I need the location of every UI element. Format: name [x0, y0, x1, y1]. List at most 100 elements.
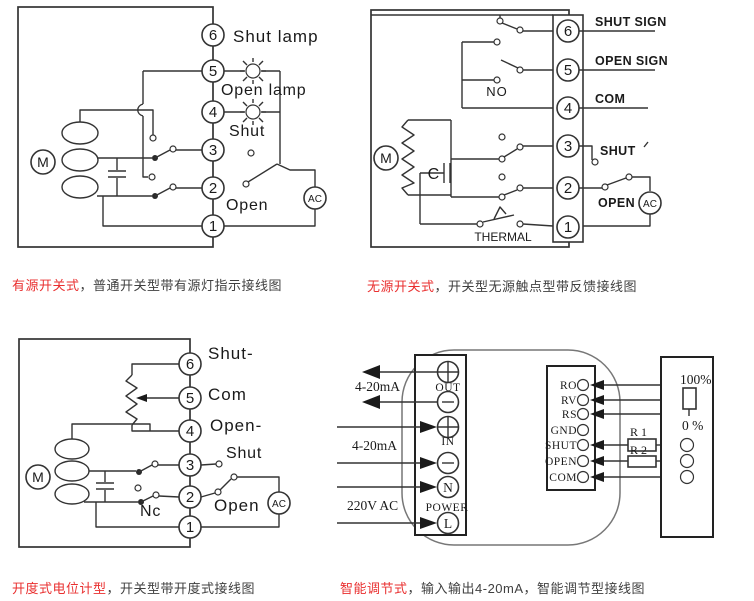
terminal-number: 3 [209, 142, 217, 159]
label-shut: SHUT [545, 440, 577, 452]
terminal-number: 1 [186, 519, 194, 536]
terminal-5: 5 [556, 58, 580, 82]
label-rv: RV [561, 395, 577, 407]
label-com: COM [549, 472, 577, 484]
input-arrows [337, 421, 437, 529]
capacitor-icon [96, 471, 114, 502]
terminal-6: 6 [201, 23, 225, 47]
terminal-3: 3 [178, 453, 202, 477]
caption-type-red: 智能调节式 [340, 581, 408, 596]
label-com: Com [208, 385, 247, 404]
label-out: OUT [435, 382, 460, 394]
label-open: Open [226, 197, 268, 214]
arrow-right-icon [420, 517, 437, 529]
panel-1-diagram: M [17, 6, 327, 248]
arrow-left-icon [362, 365, 380, 379]
label-gnd: GND [551, 425, 577, 437]
terminal-1: 1 [556, 215, 580, 239]
label-shut: Shut [226, 445, 262, 462]
panel-3-diagram: M 6 5 4 [18, 338, 291, 548]
ac-label: AC [272, 499, 286, 510]
terminal-hole [679, 437, 695, 453]
panel-2-diagram: NO M C [370, 9, 668, 248]
label-l: L [444, 516, 452, 531]
caption-powered-switch: 有源开关式，普通开关型带有源灯指示接线图 [12, 275, 282, 294]
signal-terminal-block: RO RV RS GND SHUT OPEN COM [545, 365, 596, 491]
potentiometer-icon [682, 387, 697, 410]
arrow-left-icon [590, 472, 604, 482]
in-minus-terminal [436, 451, 460, 475]
panel-4-diagram: OUT IN N POWER L [337, 349, 714, 546]
terminal-number: 6 [209, 27, 217, 44]
terminal-number: 6 [186, 356, 194, 373]
in-plus-terminal [436, 415, 460, 439]
lamp-icon [224, 58, 280, 84]
terminal-number: 6 [564, 23, 572, 40]
potentiometer-icon [125, 363, 179, 432]
terminal-number: 2 [186, 489, 194, 506]
label-shut-sign: SHUT SIGN [595, 15, 667, 29]
terminal-number: 3 [564, 138, 572, 155]
label-shut: SHUT [600, 144, 636, 158]
terminal-4: 4 [201, 100, 225, 124]
motor-icon: M [373, 119, 415, 196]
label-0-percent: 0 % [682, 418, 703, 433]
enclosure-box [370, 9, 570, 248]
terminal-number: 1 [209, 218, 217, 235]
terminal-2: 2 [556, 176, 580, 200]
terminal-number: 2 [564, 180, 572, 197]
ac-source: AC [583, 191, 662, 227]
label-ma-out: 4-20mA [355, 379, 400, 394]
line-terminal: L [436, 511, 460, 535]
capacitor-icon: C [419, 163, 451, 224]
out-minus-terminal [436, 390, 460, 414]
label-r1: R 1 [630, 425, 647, 439]
label-open: OPEN [545, 456, 577, 468]
terminal-number: 5 [209, 63, 217, 80]
caption-type-red: 无源开关式 [367, 279, 435, 294]
capacitor-label: C [428, 166, 440, 183]
terminal-number: 4 [186, 423, 194, 440]
power-terminal-block: OUT IN N POWER L [414, 354, 468, 536]
terminal-2: 2 [178, 485, 202, 509]
enclosure-box [18, 338, 191, 548]
selector-switch [242, 71, 316, 188]
arrow-right-icon [420, 457, 437, 469]
label-nc: Nc [140, 503, 161, 520]
motor-icon: M [25, 438, 90, 505]
terminal-strip: 6 5 4 3 2 1 [178, 352, 202, 539]
ac-label: AC [308, 194, 322, 205]
motor-label: M [380, 150, 392, 166]
top-switch [371, 14, 557, 34]
label-open: OPEN [598, 196, 635, 210]
caption-rest: ，输入输出4-20mA，智能调节型接线图 [407, 581, 646, 596]
motor-label: M [32, 469, 44, 485]
label-100-percent: 100% [680, 372, 712, 387]
label-open: Open [214, 496, 260, 515]
terminal-3: 3 [201, 138, 225, 162]
label-n: N [443, 480, 453, 495]
terminal-hole [679, 469, 695, 485]
arrow-left-icon [590, 395, 604, 405]
label-shut: Shut [229, 123, 265, 140]
arrow-right-icon [420, 481, 437, 493]
label-r2: R 2 [630, 443, 647, 457]
terminal-2: 2 [201, 176, 225, 200]
no-switch-group: NO [461, 38, 557, 109]
label-ro: RO [560, 380, 577, 392]
arrow-left-icon [590, 380, 604, 390]
arrow-left-icon [590, 409, 604, 419]
label-shut-minus: Shut- [208, 344, 254, 363]
caption-rest: ，开关型无源触点型带反馈接线图 [434, 279, 638, 294]
signal-stubs [579, 30, 655, 166]
motor-icon: M [30, 121, 99, 199]
terminal-hole [679, 453, 695, 469]
ac-source: AC [201, 491, 291, 528]
caption-rest: ，开关型带开度式接线图 [106, 581, 256, 596]
motor-loop-wires [408, 119, 452, 197]
limit-switches [79, 70, 202, 227]
label-220v-ac: 220V AC [347, 498, 398, 513]
terminal-number: 2 [209, 180, 217, 197]
label-shut-lamp: Shut lamp [233, 27, 319, 46]
